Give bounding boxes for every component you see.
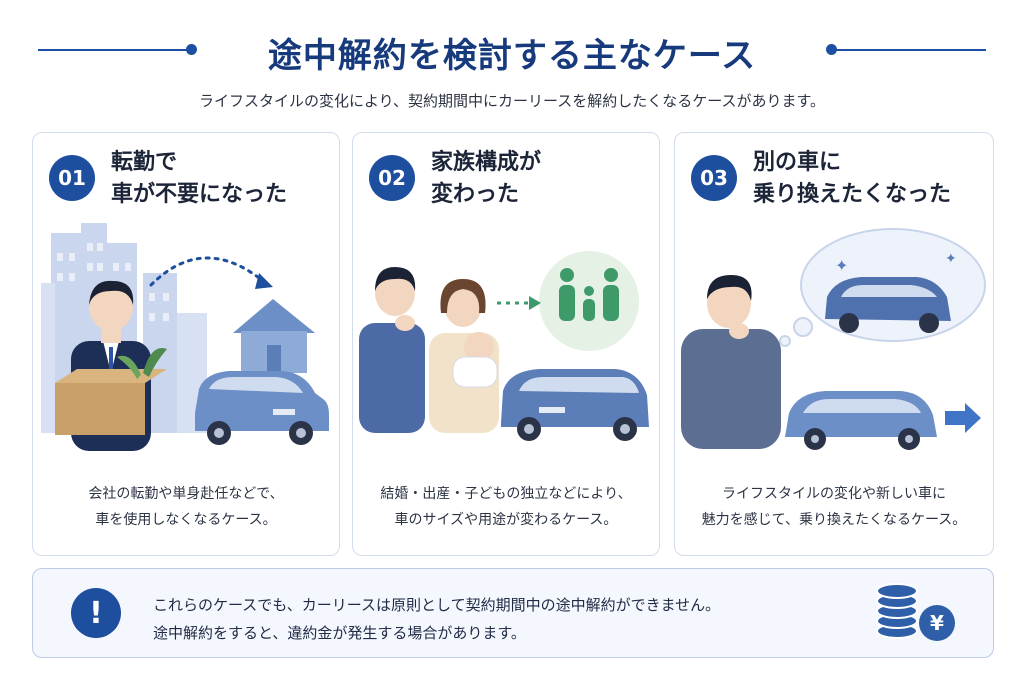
cardboard-box-icon xyxy=(55,383,145,435)
businessman-icon xyxy=(55,280,167,451)
notice-line2: 途中解約をすると、違約金が発生する場合があります。 xyxy=(153,624,526,642)
case-card-3: 03 別の車に 乗り換えたくなった ✦ ✦ xyxy=(674,132,994,556)
thinking-man-icon xyxy=(681,275,781,449)
house-icon xyxy=(233,299,315,373)
case-description: ライフスタイルの変化や新しい車に 魅力を感じて、乗り換えたくなるケース。 xyxy=(675,481,993,533)
compact-car-icon xyxy=(195,371,329,445)
right-arrow-icon xyxy=(945,403,981,433)
title-decor-line-left xyxy=(38,49,188,51)
case-description-line2: 車を使用しなくなるケース。 xyxy=(95,512,277,528)
father-icon xyxy=(359,267,425,433)
case-description-line2: 車のサイズや用途が変わるケース。 xyxy=(394,512,618,528)
case-description: 結婚・出産・子どもの独立などにより、 車のサイズや用途が変わるケース。 xyxy=(353,481,659,533)
case-heading-line2: 変わった xyxy=(431,182,520,207)
case-heading-line1: 転勤で xyxy=(111,150,178,175)
yen-symbol: ¥ xyxy=(930,611,944,635)
case-description-line1: ライフスタイルの変化や新しい車に xyxy=(722,486,946,502)
case-number-badge: 03 xyxy=(691,155,737,201)
title-decor-dot-right xyxy=(826,44,837,55)
header: 途中解約を検討する主なケース xyxy=(0,22,1024,78)
sedan-icon xyxy=(785,391,937,450)
case-heading: 別の車に 乗り換えたくなった xyxy=(753,147,951,211)
relocation-illustration xyxy=(41,223,329,451)
case-description-line1: 結婚・出産・子どもの独立などにより、 xyxy=(380,486,632,502)
notice-box: ! これらのケースでも、カーリースは原則として契約期間中の途中解約ができません。… xyxy=(32,568,994,658)
case-heading-line2: 乗り換えたくなった xyxy=(753,182,952,207)
case-heading-line2: 車が不要になった xyxy=(111,182,288,207)
exclamation-icon: ! xyxy=(71,588,121,638)
family-icon xyxy=(559,268,619,321)
case-card-2: 02 家族構成が 変わった xyxy=(352,132,660,556)
case-card-1: 01 転勤で 車が不要になった xyxy=(32,132,340,556)
coins-yen-icon: ¥ xyxy=(876,583,955,641)
page-title: 途中解約を検討する主なケース xyxy=(267,36,757,76)
case-description-line1: 会社の転勤や単身赴任などで、 xyxy=(88,486,284,502)
car-switch-illustration: ✦ ✦ xyxy=(681,228,986,450)
suv-icon xyxy=(825,277,951,333)
case-heading-line1: 家族構成が xyxy=(431,150,542,175)
plant-icon xyxy=(143,348,167,377)
case-number-badge: 02 xyxy=(369,155,415,201)
sparkle-icon: ✦ xyxy=(945,251,957,267)
case-heading: 転勤で 車が不要になった xyxy=(111,147,287,211)
page-subtitle: ライフスタイルの変化により、契約期間中にカーリースを解約したくなるケースがありま… xyxy=(198,92,826,110)
case-heading-line1: 別の車に xyxy=(753,150,842,175)
notice-text: これらのケースでも、カーリースは原則として契約期間中の途中解約ができません。 途… xyxy=(153,591,720,647)
case-description: 会社の転勤や単身赴任などで、 車を使用しなくなるケース。 xyxy=(33,481,339,533)
title-decor-dot-left xyxy=(186,44,197,55)
title-decor-line-right xyxy=(836,49,986,51)
sparkle-icon: ✦ xyxy=(835,256,848,275)
mother-icon xyxy=(429,279,499,433)
family-change-illustration xyxy=(359,251,649,441)
case-heading: 家族構成が 変わった xyxy=(431,147,541,211)
baby-icon xyxy=(464,332,494,362)
case-number-badge: 01 xyxy=(49,155,95,201)
notice-line1: これらのケースでも、カーリースは原則として契約期間中の途中解約ができません。 xyxy=(153,596,721,614)
dotted-arrow-icon xyxy=(149,256,265,287)
case-description-line2: 魅力を感じて、乗り換えたくなるケース。 xyxy=(701,512,967,528)
minivan-icon xyxy=(501,369,649,441)
